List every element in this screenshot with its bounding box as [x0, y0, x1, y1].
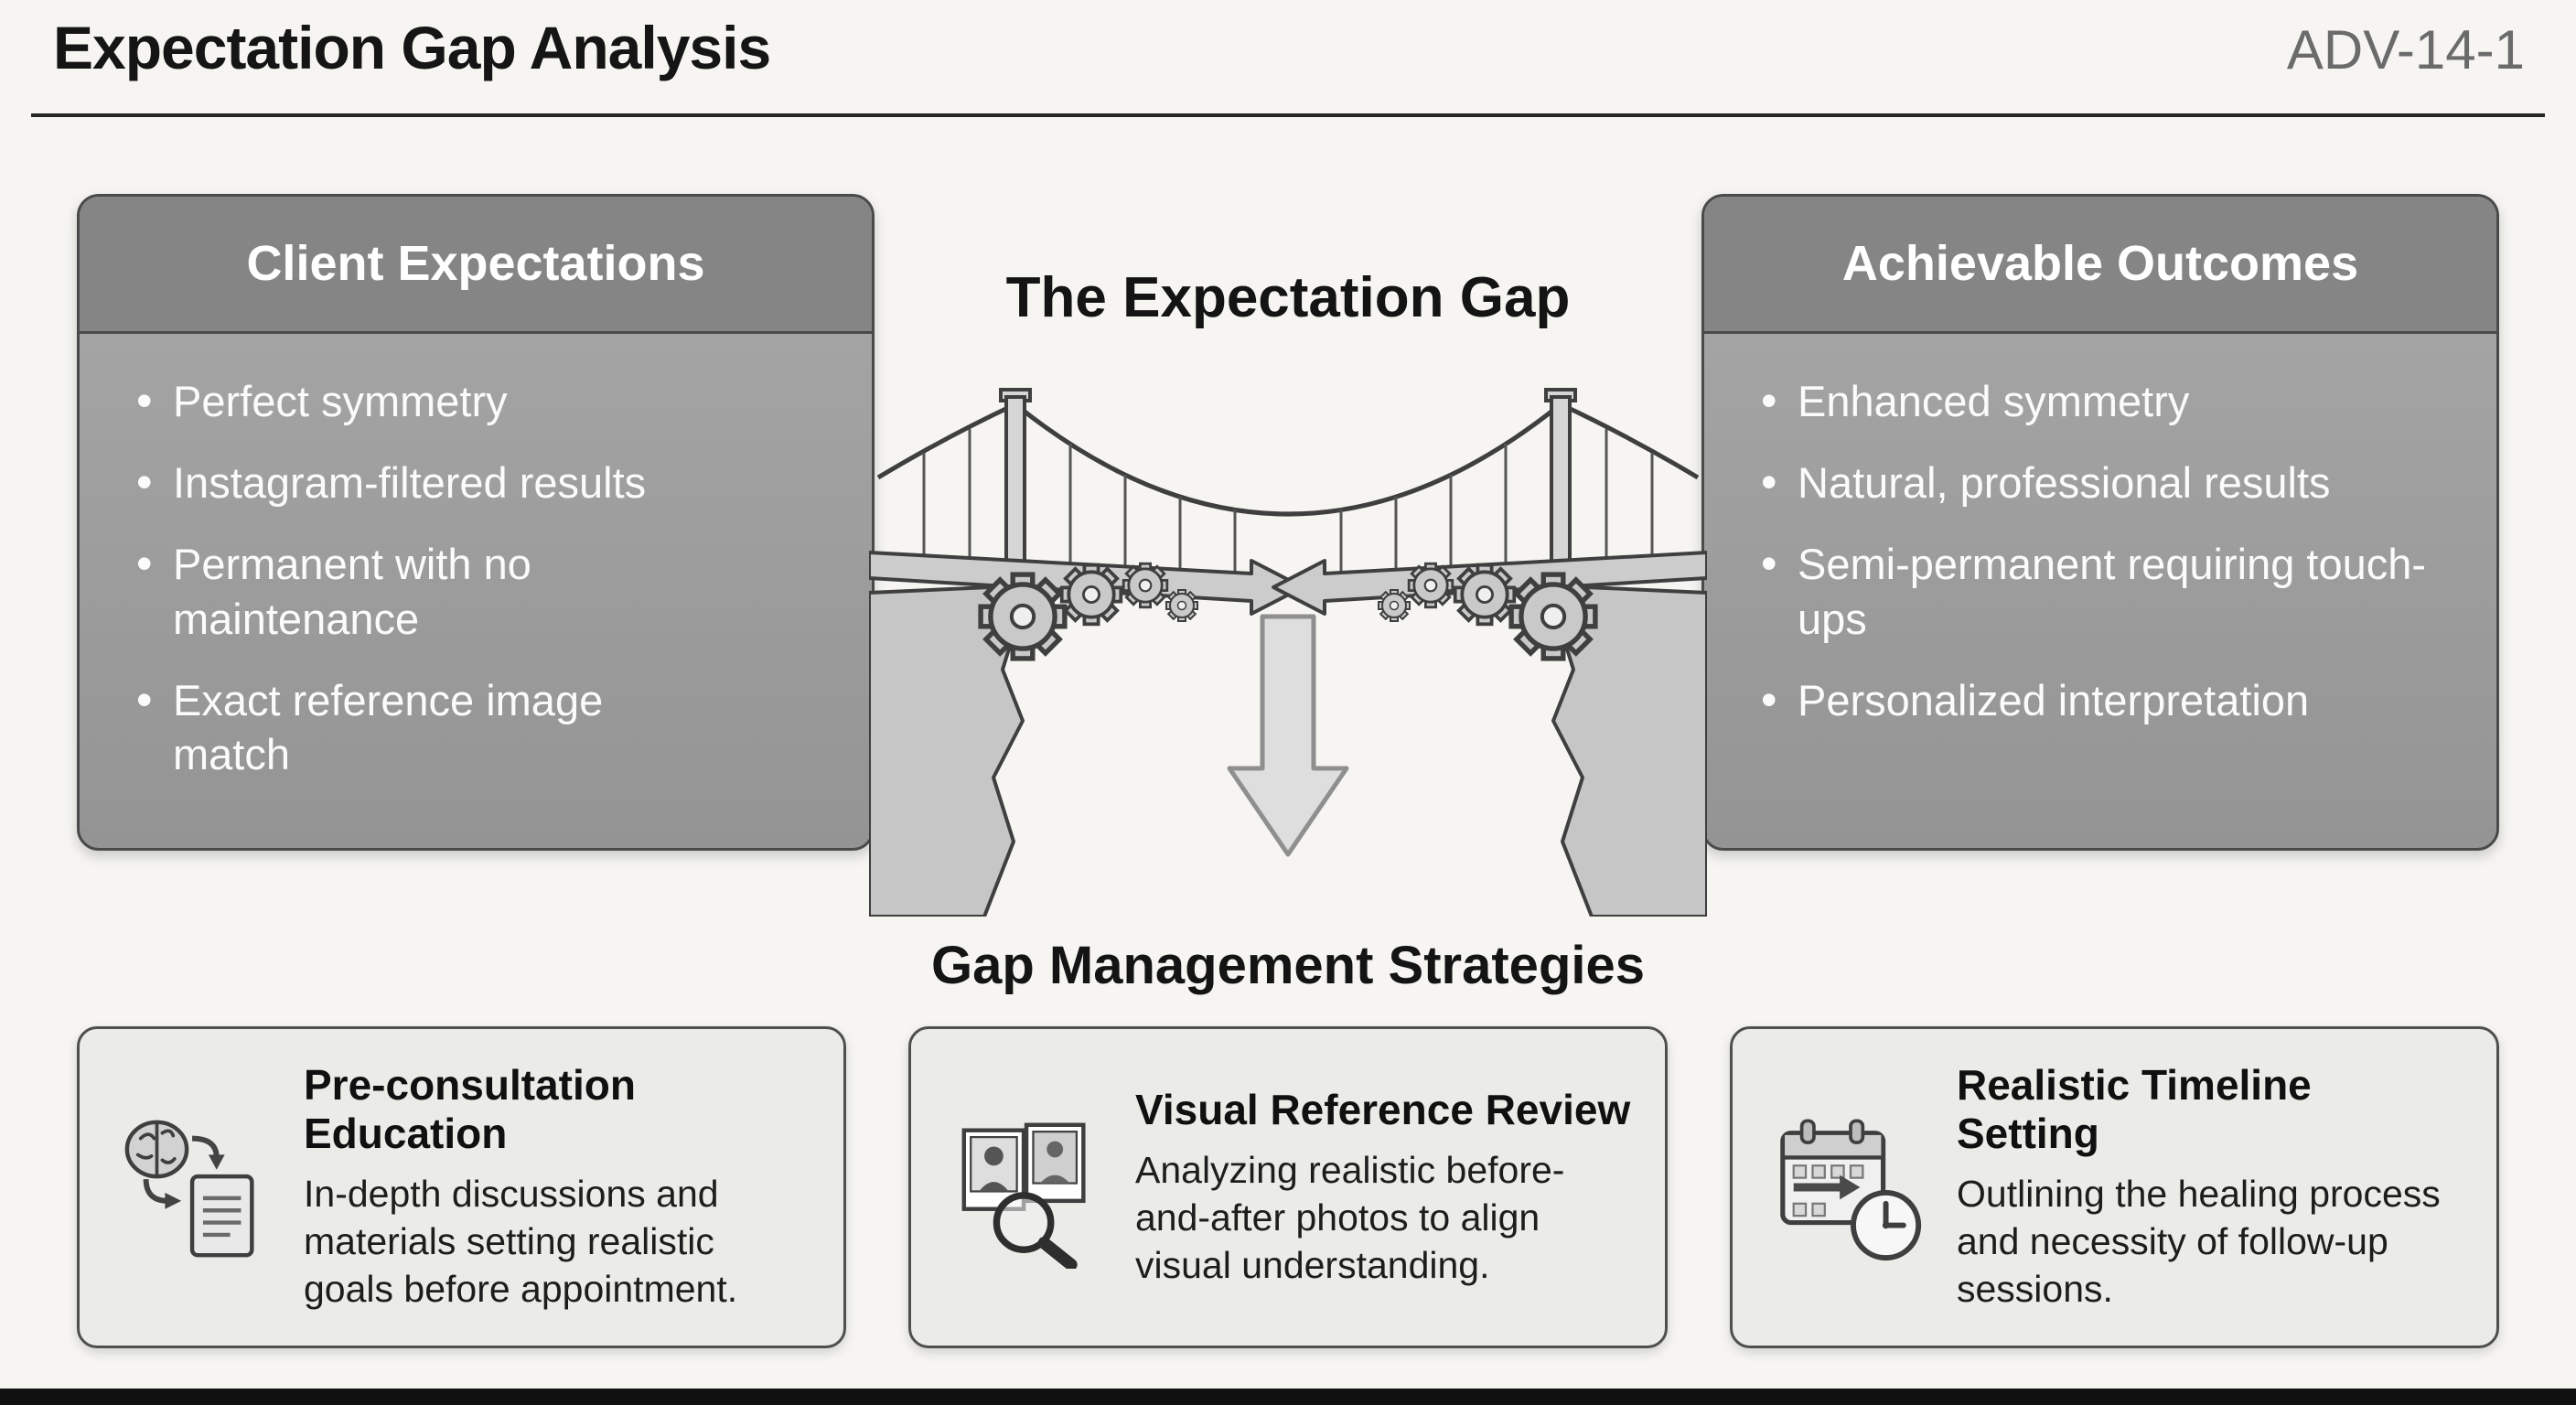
bridge-towers: [999, 388, 1577, 571]
strategy-description: Outlining the healing process and necess…: [1957, 1173, 2441, 1311]
header-divider: [31, 113, 2545, 117]
gap-management-strategies-title: Gap Management Strategies: [931, 936, 1645, 995]
bottom-bar: [0, 1389, 2576, 1405]
list-item: Personalized interpretation: [1755, 671, 2432, 729]
list-item: Permanent with no maintenance: [131, 535, 689, 645]
suspension-cables: [876, 402, 1700, 517]
calendar-clock-icon: [1766, 1106, 1935, 1269]
client-expectations-list: Perfect symmetry Instagram-filtered resu…: [80, 334, 872, 781]
document-code: ADV-14-1: [2286, 19, 2525, 80]
strategy-card-pre-consultation: Pre-consultation Education In-depth disc…: [77, 1026, 846, 1348]
strategy-title: Realistic Timeline Setting: [1957, 1061, 2312, 1157]
achievable-outcomes-list: Enhanced symmetry Natural, professional …: [1704, 334, 2496, 729]
page-title: Expectation Gap Analysis: [53, 14, 771, 81]
photo-magnifier-icon: [944, 1106, 1113, 1269]
cliffs: [869, 585, 1707, 917]
brain-document-icon: [113, 1106, 282, 1269]
list-item: Semi-permanent requiring touch-ups: [1755, 535, 2432, 645]
list-item: Natural, professional results: [1755, 454, 2432, 511]
achievable-outcomes-title: Achievable Outcomes: [1704, 197, 2496, 334]
expectation-gap-title: The Expectation Gap: [1005, 266, 1571, 329]
list-item: Instagram-filtered results: [131, 454, 689, 511]
strategy-title: Visual Reference Review: [1135, 1085, 1631, 1133]
strategy-card-realistic-timeline: Realistic Timeline Setting Outlining the…: [1730, 1026, 2499, 1348]
strategy-description: Analyzing realistic before-and-after pho…: [1135, 1149, 1565, 1287]
achievable-outcomes-panel: Achievable Outcomes Enhanced symmetry Na…: [1701, 194, 2499, 851]
strategy-description: In-depth discussions and materials setti…: [304, 1173, 738, 1311]
strategy-title: Pre-consultation Education: [304, 1061, 636, 1157]
client-expectations-panel: Client Expectations Perfect symmetry Ins…: [77, 194, 875, 851]
strategy-card-visual-reference: Visual Reference Review Analyzing realis…: [908, 1026, 1668, 1348]
bridge-gap-illustration: [869, 388, 1707, 917]
list-item: Perfect symmetry: [131, 372, 689, 430]
client-expectations-title: Client Expectations: [80, 197, 872, 334]
list-item: Enhanced symmetry: [1755, 372, 2432, 430]
down-arrow-icon: [1227, 614, 1349, 857]
list-item: Exact reference image match: [131, 671, 689, 781]
cable-hangers: [922, 429, 1654, 580]
